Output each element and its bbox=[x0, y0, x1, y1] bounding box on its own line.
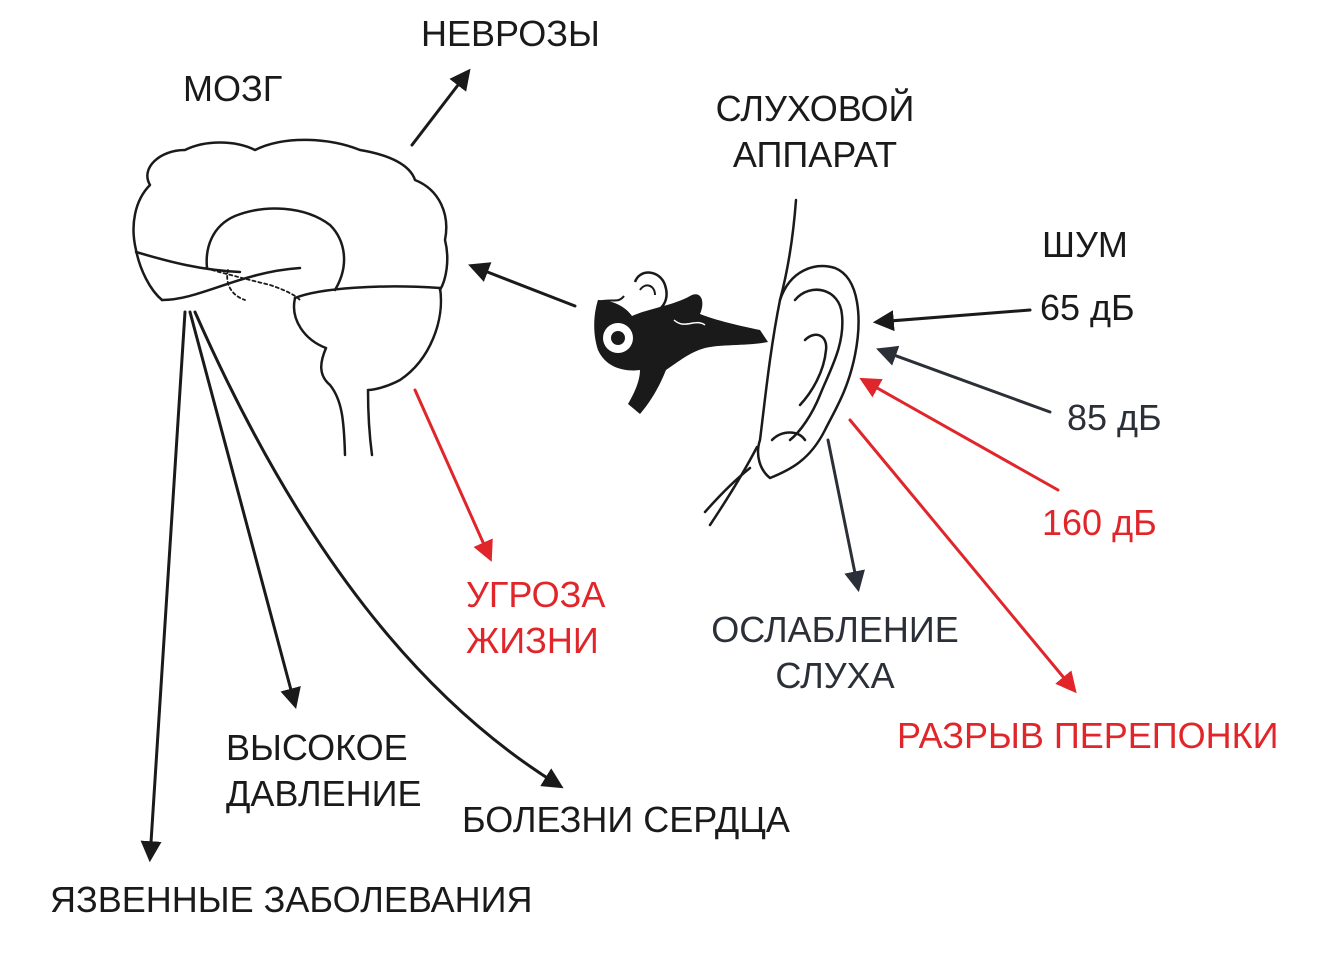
high-pressure-label: ВЫСОКОЕ ДАВЛЕНИЕ bbox=[226, 725, 422, 817]
neuroses-label: НЕВРОЗЫ bbox=[421, 11, 600, 57]
arrow-to-high-pressure bbox=[190, 312, 295, 705]
life-threat-line1: УГРОЗА bbox=[466, 572, 605, 618]
brain-illustration bbox=[134, 140, 448, 455]
high-pressure-line1: ВЫСОКОЕ bbox=[226, 725, 422, 771]
heart-disease-label: БОЛЕЗНИ СЕРДЦА bbox=[462, 797, 790, 843]
noise-160db-label: 160 дБ bbox=[1042, 500, 1157, 546]
hearing-apparatus-line1: СЛУХОВОЙ bbox=[700, 86, 930, 132]
arrow-ear-to-brain bbox=[472, 266, 575, 306]
life-threat-line2: ЖИЗНИ bbox=[466, 618, 605, 664]
noise-85db-label: 85 дБ bbox=[1067, 395, 1162, 441]
high-pressure-line2: ДАВЛЕНИЕ bbox=[226, 771, 422, 817]
inner-ear-illustration bbox=[594, 273, 768, 414]
life-threat-label: УГРОЗА ЖИЗНИ bbox=[466, 572, 605, 664]
hearing-apparatus-line2: АППАРАТ bbox=[700, 132, 930, 178]
arrow-to-heart-disease bbox=[195, 312, 560, 786]
arrow-to-hearing-loss bbox=[828, 440, 858, 588]
arrow-to-life-threat bbox=[415, 390, 490, 558]
arrow-to-ulcer-diseases bbox=[150, 312, 185, 858]
noise-65db-label: 65 дБ bbox=[1040, 285, 1135, 331]
hearing-loss-line2: СЛУХА bbox=[690, 653, 980, 699]
hearing-apparatus-label: СЛУХОВОЙ АППАРАТ bbox=[700, 86, 930, 178]
ulcer-diseases-label: ЯЗВЕННЫЕ ЗАБОЛЕВАНИЯ bbox=[50, 877, 533, 923]
arrow-160db bbox=[863, 380, 1058, 490]
hearing-loss-label: ОСЛАБЛЕНИЕ СЛУХА bbox=[690, 607, 980, 699]
arrow-65db bbox=[877, 310, 1030, 322]
arrow-to-neuroses bbox=[412, 72, 468, 145]
noise-label: ШУМ bbox=[1042, 222, 1128, 268]
hearing-loss-line1: ОСЛАБЛЕНИЕ bbox=[690, 607, 980, 653]
brain-label: МОЗГ bbox=[183, 66, 282, 112]
eardrum-rupture-label: РАЗРЫВ ПЕРЕПОНКИ bbox=[897, 713, 1278, 759]
